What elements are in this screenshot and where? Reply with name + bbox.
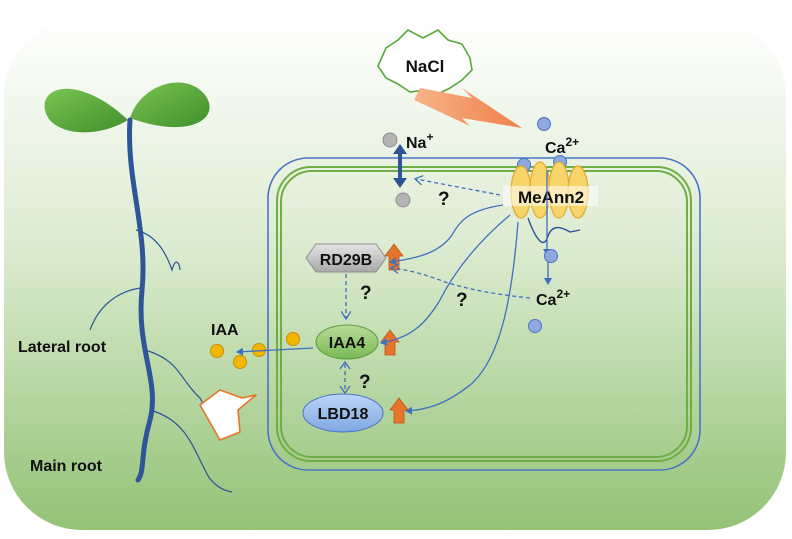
question-mark-rd29b: ? [360,283,372,304]
seedling [44,82,233,493]
callout-bubble [199,389,257,441]
cell-wall-inner [280,170,688,458]
question-mark-na: ? [438,189,450,210]
lbd18-label: LBD18 [318,406,369,423]
lbd18-upregulation-arrow [389,397,409,424]
auxin-dot-1 [210,344,224,358]
rd29b-label: RD29B [320,252,372,269]
meann2-to-lbd18-arrow [405,221,519,415]
main-root-label: Main root [30,458,103,475]
na-ion-label: Na+ [406,130,433,152]
left-cotyledon [44,88,128,133]
background-panel [4,18,786,530]
na-transport-double-arrow [393,144,407,188]
question-mark-iaa4-lbd18: ? [359,372,371,393]
iaa4-node: IAA4 [315,324,379,360]
ca-ion-outside [537,117,551,131]
meann2-label: MeAnn2 [518,188,584,207]
meann2-to-na-dashed-arrow [416,179,501,196]
lbd18-oval [302,393,384,433]
iaa4-label: IAA4 [329,335,366,352]
lateral-root-4 [149,409,233,493]
meann2-label-backdrop [503,186,598,206]
nacl-label: NaCl [406,57,445,76]
lightning-bolt [414,88,522,128]
meann2-tail [527,217,581,243]
ca-ion-cytosol [544,249,558,263]
ca-ion-lower [528,319,542,333]
right-cotyledon [130,82,210,128]
nacl-stress-badge: NaCl [377,29,473,95]
na-ion-inside [395,192,411,208]
lateral-root-label: Lateral root [18,339,107,356]
auxin-dot-cell [286,332,300,346]
meann2-to-rd29b-arrow [389,204,504,266]
meann2-to-iaa4-arrow [380,214,511,346]
ca-ion-label-top: Ca2+ [545,135,579,157]
na-ion-outside [382,132,398,148]
lbd18-node: LBD18 [302,393,384,433]
lateral-root-2 [89,287,141,331]
ca-to-rd29b-dashed-arrow [392,268,531,299]
iaa4-oval [315,324,379,360]
question-mark-ca: ? [456,290,468,311]
rd29b-hexagon [305,243,387,273]
iaa4-to-auxin-arrow [236,347,314,356]
ca-ion-label-inner: Ca2+ [536,287,570,309]
iaa-label: IAA [211,322,239,339]
rd29b-node: RD29B [305,243,387,273]
main-root-stem [127,117,155,483]
outer-membrane [267,157,701,471]
nacl-starburst-shape [377,29,473,95]
cell-wall-outer [276,166,692,462]
auxin-dot-2 [233,355,247,369]
iaa4-lbd18-dashed-double-arrow [339,360,351,395]
meann2-protein-complex: MeAnn2 [503,161,598,219]
lateral-root-1 [135,229,181,273]
